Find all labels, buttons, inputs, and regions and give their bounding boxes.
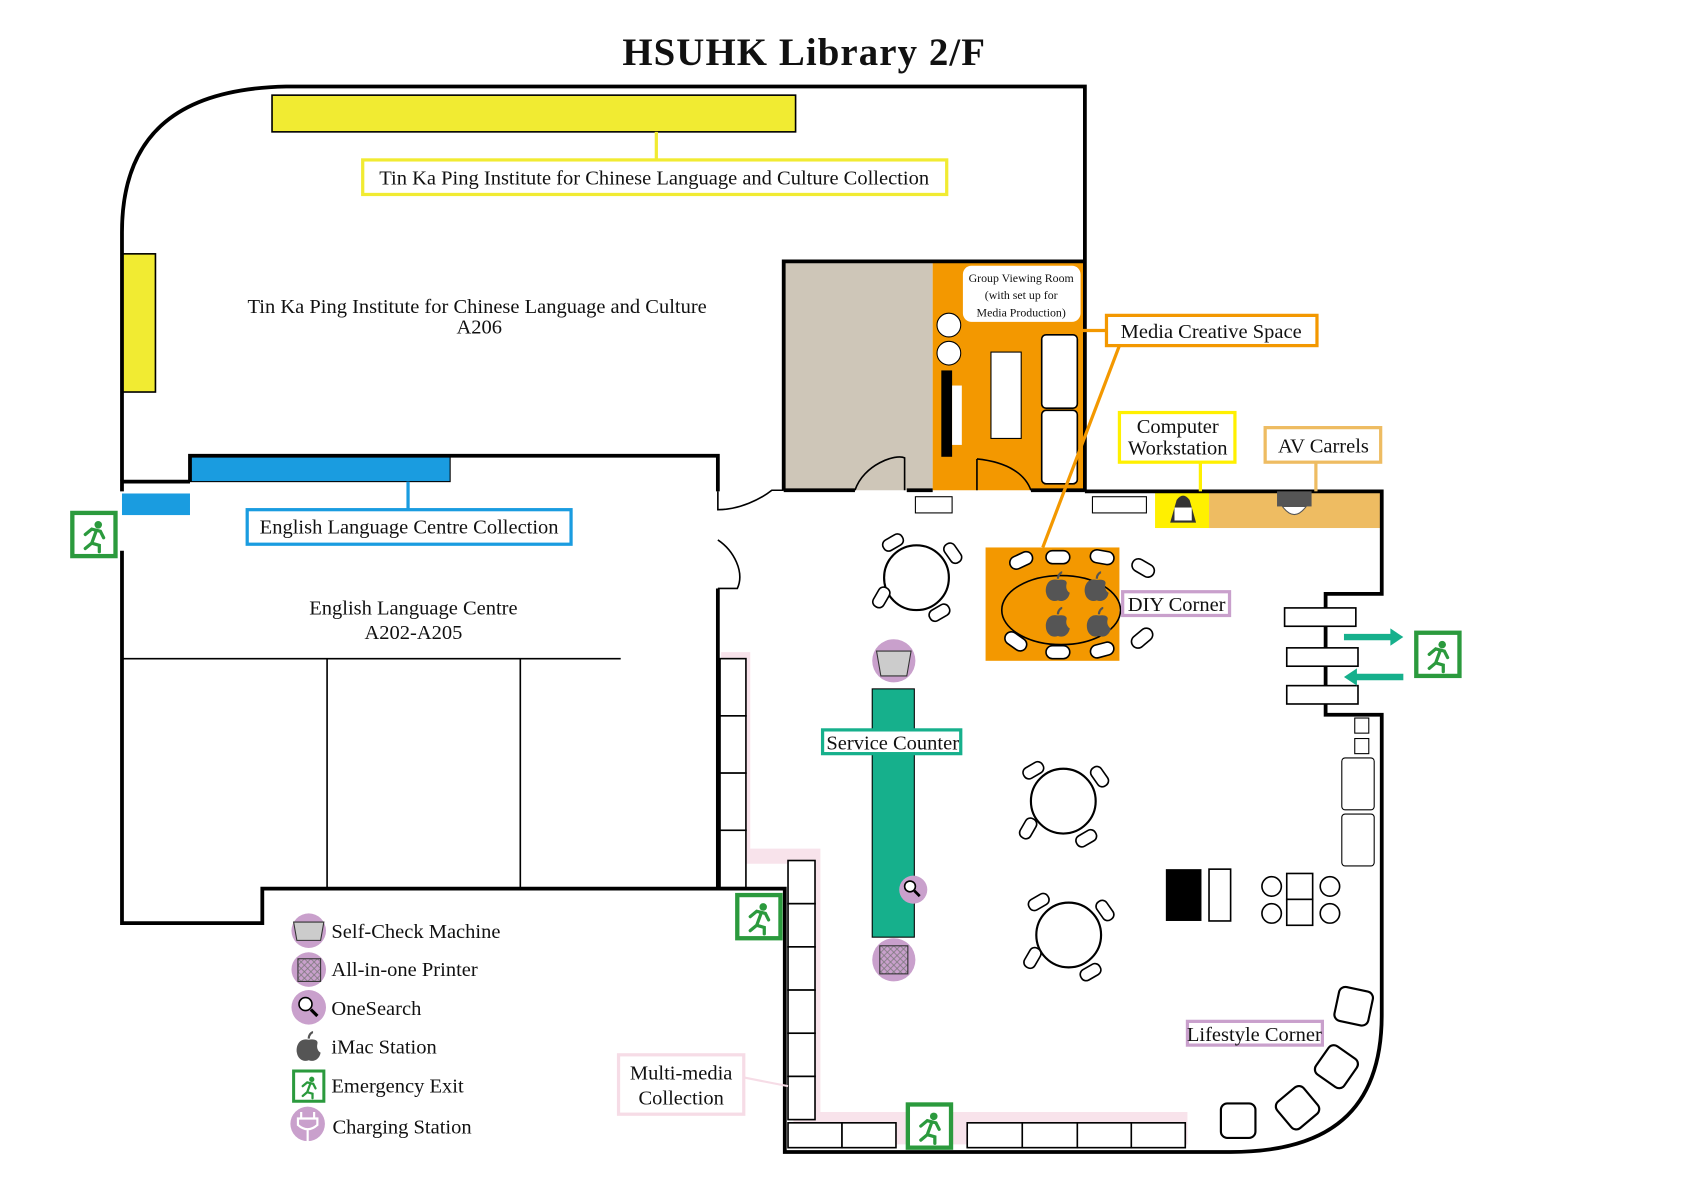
shelf [1285,647,1359,668]
lifestyle-corner-label-box [1185,1019,1324,1047]
av-carrels-label: AV Carrels [1278,435,1369,457]
computer-workstation-label-1: Computer [1137,416,1219,438]
stool [936,312,962,338]
multimedia-label-2: Collection [638,1087,723,1109]
tkp-collection-label-box [361,158,949,197]
stool [1354,737,1370,755]
legend-label: Charging Station [332,1117,471,1139]
diy-chairs [1004,548,1156,660]
media-creative-space-label-box [1104,313,1319,348]
tkp-collection-shelf-left [121,253,157,393]
legend-label: All-in-one Printer [331,959,477,981]
diy-table [1000,574,1122,646]
diy-corner-label: DIY Corner [1128,594,1226,616]
multimedia-shelves [719,657,1187,1149]
black-cabinet [1165,869,1202,921]
shelf [1285,684,1359,705]
small-table-group [1261,872,1341,927]
elc-room-code: A202-A205 [364,622,462,644]
legend: Self-Check Machine All-in-one Printer On… [290,913,500,1143]
elc-room-name: English Language Centre [309,597,517,619]
round-table [871,533,963,623]
tkp-collection-label: Tin Ka Ping Institute for Chinese Langua… [379,168,929,190]
service-counter-label: Service Counter [826,732,959,754]
leader [743,1076,789,1088]
stool [936,340,962,366]
doors [717,456,1032,590]
media-creative-space-label: Media Creative Space [1121,321,1302,343]
group-viewing-label-3: Media Production) [977,305,1066,319]
elc-collection-label-box [245,508,573,546]
screen-stand [952,385,962,445]
group-viewing-label-bg [962,265,1081,322]
storage-room [783,261,933,491]
av-carrels-label-box [1263,426,1383,464]
service-counter-label-box [820,728,963,756]
emergency-exit-icon [292,1069,326,1103]
lifestyle-corner-label: Lifestyle Corner [1187,1024,1322,1046]
legend-label: Emergency Exit [331,1076,464,1098]
round-table [1018,760,1110,848]
charging-station-icon [290,1106,325,1143]
group-viewing-label-1: Group Viewing Room [969,271,1075,285]
emergency-exit-icon[interactable] [72,513,115,556]
sofa [1341,813,1375,867]
onesearch-icon [291,990,327,1025]
group-viewing-label-2: (with set up for [985,288,1058,302]
printer-icon [291,952,327,987]
exit-arrow-right-icon [1343,628,1404,646]
legend-label: Self-Check Machine [331,921,500,943]
room-wall [781,259,1085,491]
internal-walls [121,657,621,889]
tkp-room-code: A206 [457,317,503,339]
outer-wall-north [120,84,1087,492]
desk [914,496,953,514]
printer-icon[interactable] [872,938,916,982]
screen [941,370,953,457]
tkp-room-name: Tin Ka Ping Institute for Chinese Langua… [247,296,706,318]
shelf [1283,607,1357,628]
round-table [1023,892,1115,982]
multimedia-label-1: Multi-media [630,1063,732,1085]
legend-label: OneSearch [331,998,421,1020]
av-carrel-seat [1281,505,1308,516]
computer-workstation-label-2: Workstation [1128,438,1228,460]
av-carrel-icon [1277,491,1312,507]
emergency-exit-icon[interactable] [1416,633,1459,676]
white-cabinet [1208,868,1232,922]
sofa [1341,757,1375,811]
emergency-exit-icon[interactable] [908,1104,951,1147]
table [990,351,1022,439]
lifestyle-chairs [1219,985,1375,1140]
stool [1354,717,1370,734]
media-leader [1041,328,1121,549]
sofa [1040,333,1079,410]
tkp-collection-shelf-top [271,94,797,133]
computer-workstation-label-box [1117,410,1237,464]
exit-arrow-left-icon [1343,668,1404,686]
multimedia-label-box [616,1053,746,1116]
onesearch-icon[interactable] [899,875,928,904]
imac-icon [295,1031,322,1062]
computer-workstation-screen [1174,507,1192,521]
diy-corner-label-box [1121,590,1232,618]
elc-wall [120,453,720,889]
legend-label: iMac Station [331,1037,436,1059]
elc-collection-shelf [189,456,451,483]
page-title: HSUHK Library 2/F [622,31,986,74]
outer-wall-west [120,489,1384,1154]
self-check-machine-icon [291,913,327,948]
desk [1091,496,1147,514]
elc-collection-label: English Language Centre Collection [260,516,559,538]
sofa [1040,409,1079,485]
self-check-machine-icon[interactable] [872,639,916,683]
emergency-exit-icon[interactable] [737,895,780,938]
elc-collection-shelf-left [121,493,190,516]
